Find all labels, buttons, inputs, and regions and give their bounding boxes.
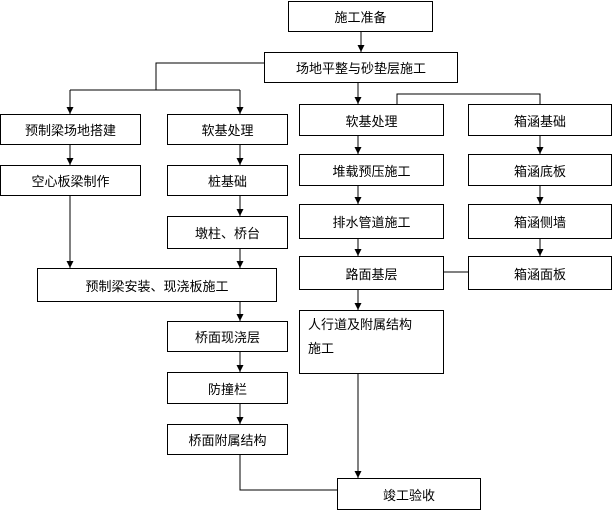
node-drainage: 排水管道施工 <box>299 204 444 239</box>
node-pier: 墩柱、桥台 <box>167 216 288 249</box>
node-culvert-top: 箱涵面板 <box>468 256 612 290</box>
node-site: 场地平整与砂垫层施工 <box>264 52 458 83</box>
sidewalk-line-1: 人行道及附属结构 <box>308 318 413 333</box>
line-attach-to-complete <box>239 455 337 491</box>
node-barrier: 防撞栏 <box>167 372 288 404</box>
sidewalk-line-2: 施工 <box>308 342 335 357</box>
node-hollow-slab: 空心板梁制作 <box>0 165 141 196</box>
line-site-to-left <box>155 62 264 90</box>
node-prep: 施工准备 <box>288 1 433 32</box>
node-soft-mid: 软基处理 <box>299 104 444 136</box>
node-sidewalk: 人行道及附属结构 施工 <box>299 310 444 374</box>
node-beam-install: 预制梁安装、现浇板施工 <box>37 268 277 302</box>
line-to-culvert-branch <box>396 93 541 104</box>
node-deck-attach: 桥面附属结构 <box>167 424 288 455</box>
node-road-base: 路面基层 <box>299 256 444 290</box>
node-soft-left: 软基处理 <box>167 114 288 145</box>
node-deck-cast: 桥面现浇层 <box>167 321 288 352</box>
node-culvert-floor: 箱涵底板 <box>468 154 612 186</box>
node-culvert-base: 箱涵基础 <box>468 104 612 136</box>
node-precast-yard: 预制梁场地搭建 <box>0 114 141 145</box>
node-culvert-wall: 箱涵侧墙 <box>468 204 612 239</box>
node-pile: 桩基础 <box>167 165 288 196</box>
node-surcharge: 堆载预压施工 <box>299 154 444 186</box>
node-complete: 竣工验收 <box>337 478 481 510</box>
